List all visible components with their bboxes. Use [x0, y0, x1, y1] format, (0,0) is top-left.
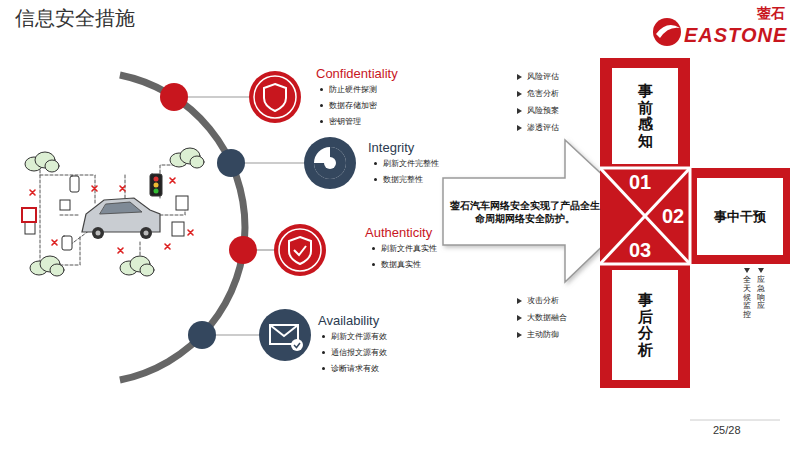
bullet-item: 防止硬件探测 — [318, 85, 377, 95]
logo-text: 蓥石 — [757, 5, 785, 22]
phase-box: 事前感知 — [612, 68, 678, 164]
vertical-bullet-item: 应急响应 — [757, 268, 765, 311]
phase-box: 事中干预 — [697, 178, 783, 255]
arrow-statement: 蓥石汽车网络安全实现了产品全生命周期网络安全防护。 — [447, 180, 603, 243]
property-heading: Availability — [318, 313, 379, 329]
bullet-item: 刷新文件真实性 — [370, 244, 437, 254]
arc-dots — [160, 83, 257, 349]
node-text: 事前感知 — [638, 83, 653, 149]
slide-title: 信息安全措施 — [15, 6, 135, 30]
page-number: 25/28 — [713, 424, 741, 437]
bullet-item: 密钥管理 — [318, 117, 361, 127]
node-text: 事后分析 — [638, 292, 653, 358]
car-body — [82, 198, 160, 239]
arrow-bullet-item: 渗透评估 — [516, 123, 559, 133]
bullet-item: 数据完整性 — [372, 175, 423, 185]
network-links — [40, 165, 185, 265]
logo-circle — [653, 18, 681, 46]
bullet-item: 数据真实性 — [370, 260, 421, 270]
node-text: 蓥石汽车网络安全实现了产品全生命周期网络安全防护。 — [450, 199, 600, 225]
property-heading: Authenticity — [365, 225, 432, 241]
property-heading: Integrity — [368, 140, 414, 156]
bullet-item: 数据存储加密 — [318, 101, 377, 111]
bullet-item: 刷新文件完整性 — [372, 159, 439, 169]
vehicle-network-illustration — [22, 148, 204, 276]
attack-marks — [30, 178, 193, 253]
callout-number: 01 — [629, 170, 651, 194]
arc-leaders — [174, 97, 304, 335]
phase-box: 事后分析 — [612, 270, 678, 380]
footer-line — [20, 439, 780, 442]
bullet-item: 通信报文源有效 — [320, 348, 387, 358]
highlight-device — [22, 208, 36, 222]
phase-cross — [600, 58, 790, 388]
integrity-icon — [304, 137, 356, 189]
availability-icon — [259, 309, 311, 361]
logo-mark — [653, 18, 681, 46]
vertical-bullet-item: 全天候监控 — [743, 268, 751, 320]
arrow-bullet-item: 风险评估 — [516, 72, 559, 82]
arrow-bullet-item: 大数据融合 — [516, 313, 567, 323]
bullet-item: 刷新文件源有效 — [320, 332, 387, 342]
node-text: 事中干预 — [714, 208, 766, 226]
footer-rule — [690, 420, 780, 421]
confidentiality-icon — [249, 71, 301, 123]
logo-text: EASTONE — [684, 23, 787, 47]
callout-number: 02 — [662, 204, 684, 228]
authenticity-icon — [274, 224, 326, 276]
callout-number: 03 — [629, 238, 651, 262]
arrow-bullet-item: 风险预案 — [516, 106, 559, 116]
security-arc — [120, 75, 245, 380]
arrow-bullet-item: 危害分析 — [516, 89, 559, 99]
bullet-item: 诊断请求有效 — [320, 364, 379, 374]
device-symbols — [22, 174, 188, 250]
property-heading: Confidentiality — [316, 66, 398, 82]
arrow-bullet-item: 攻击分析 — [516, 296, 559, 306]
arrow-bullet-item: 主动防御 — [516, 330, 559, 340]
cloud-symbols — [25, 148, 204, 276]
logo-swoosh — [656, 25, 680, 38]
traffic-light — [154, 177, 159, 194]
